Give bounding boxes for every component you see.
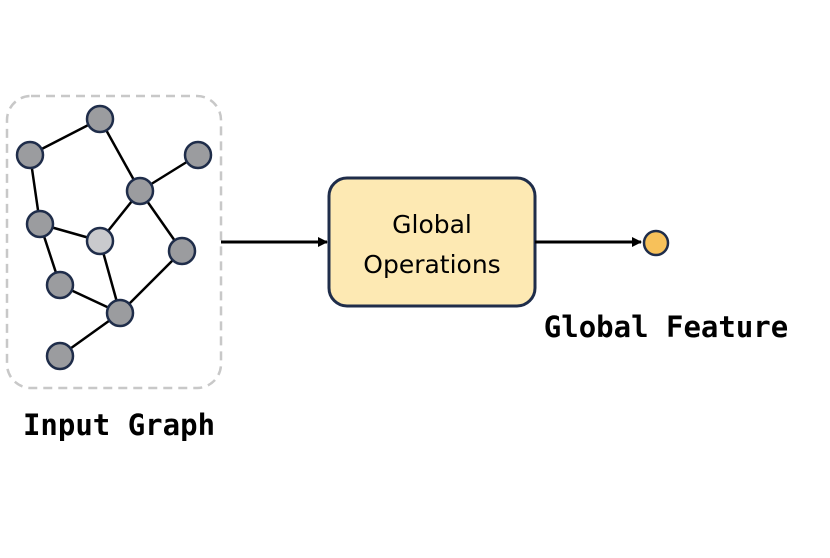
input-graph-label: Input Graph [23,408,215,442]
graph-edge [118,249,184,315]
graph-node [25,209,55,239]
global-feature-node [642,229,670,257]
global-feature-label: Global Feature [544,310,788,344]
graph-node [45,341,75,371]
graph-node [85,104,115,134]
graph-node [15,140,45,170]
global-operations-line2: Operations [363,250,500,279]
graph-node [45,270,75,300]
global-operations-line1: Global [392,210,472,239]
graph-node [125,176,155,206]
global-operations-box [327,176,537,308]
input-graph-container [5,94,223,390]
graph-nodes [15,104,213,371]
graph-node [183,140,213,170]
graph-node [167,236,197,266]
graph-node [105,298,135,328]
graph-node-highlighted [85,226,115,256]
